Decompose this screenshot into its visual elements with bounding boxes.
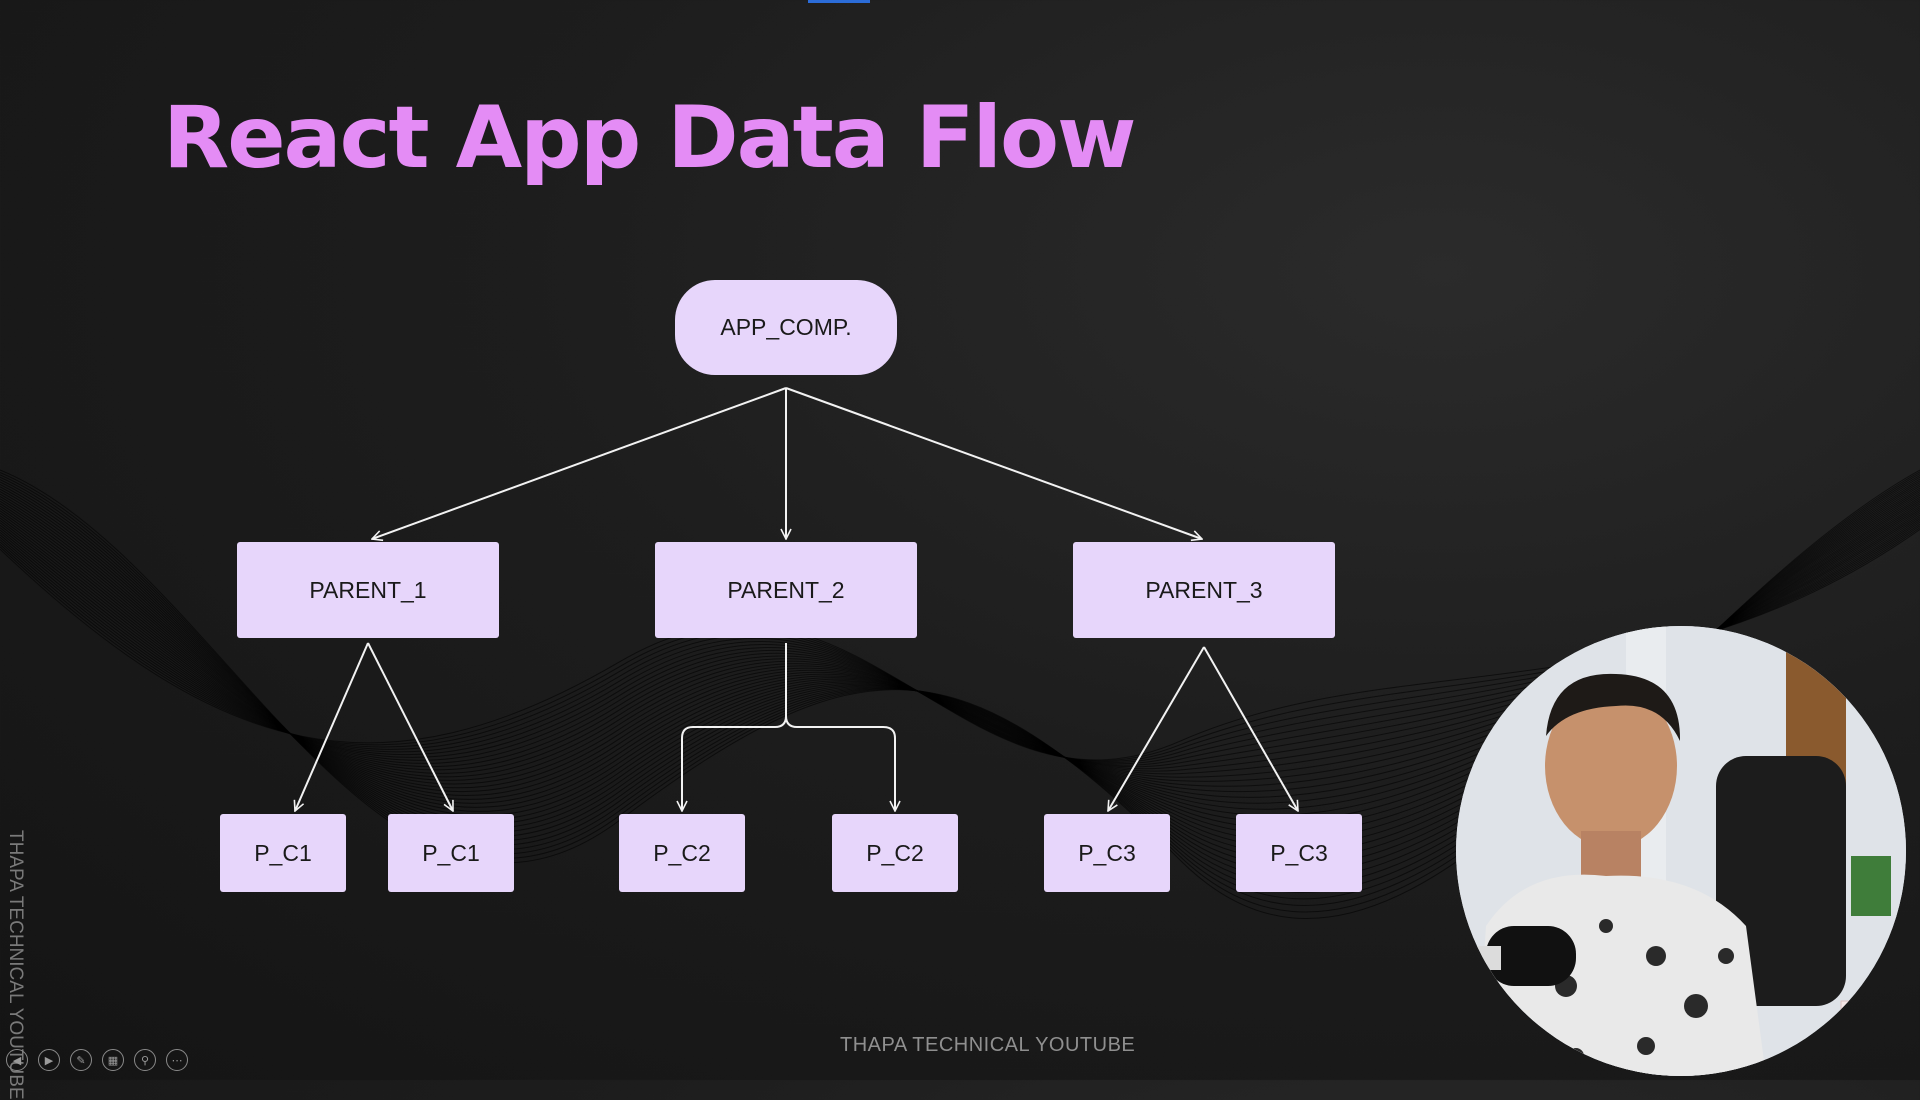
footer-watermark: THAPA TECHNICAL YOUTUBE	[840, 1034, 1136, 1056]
node-child-p-c1-b: P_C1	[388, 814, 514, 892]
arrow-parent-2-to-child-1	[682, 643, 787, 811]
arrow-parent-1-to-child-2	[367, 642, 454, 811]
arrow-parent-3-to-child-1	[1108, 646, 1205, 811]
node-parent-2: PARENT_2	[655, 542, 917, 638]
arrow-parent-1-to-child-1	[295, 642, 369, 811]
node-app-comp: APP_COMP.	[675, 280, 897, 375]
presenter-image	[1456, 626, 1906, 1076]
arrow-root-to-parent-1	[372, 387, 787, 539]
arrow-root-to-parent-3	[785, 387, 1202, 539]
slides-icon[interactable]: ▦	[102, 1049, 124, 1071]
diagram-arrows	[295, 387, 1298, 811]
page-title: React App Data Flow	[163, 88, 1136, 188]
slideshow-controls: ◀ ▶ ✎ ▦ ⚲ ⋯	[6, 1049, 188, 1071]
zoom-icon[interactable]: ⚲	[134, 1049, 156, 1071]
more-icon[interactable]: ⋯	[166, 1049, 188, 1071]
arrow-parent-3-to-child-2	[1203, 646, 1298, 811]
arrow-parent-2-to-child-2	[785, 643, 895, 811]
node-child-p-c3-b: P_C3	[1236, 814, 1362, 892]
next-icon[interactable]: ▶	[38, 1049, 60, 1071]
node-parent-3: PARENT_3	[1073, 542, 1335, 638]
node-child-p-c1-a: P_C1	[220, 814, 346, 892]
pen-icon[interactable]: ✎	[70, 1049, 92, 1071]
top-tab-indicator	[808, 0, 870, 3]
node-child-p-c3-a: P_C3	[1044, 814, 1170, 892]
node-child-p-c2-b: P_C2	[832, 814, 958, 892]
node-parent-1: PARENT_1	[237, 542, 499, 638]
presenter-webcam	[1456, 626, 1906, 1076]
node-child-p-c2-a: P_C2	[619, 814, 745, 892]
previous-icon[interactable]: ◀	[6, 1049, 28, 1071]
